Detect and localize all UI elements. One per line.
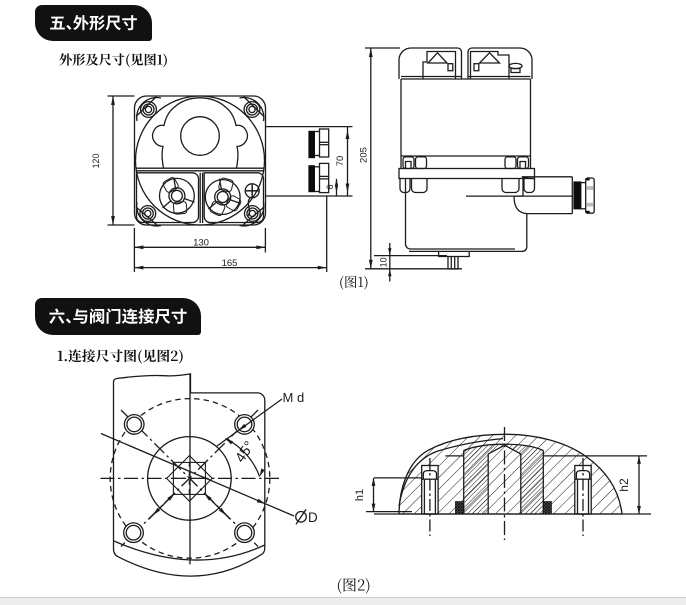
- svg-text:165: 165: [222, 258, 238, 269]
- svg-text:120: 120: [91, 154, 101, 169]
- svg-text:205: 205: [359, 147, 370, 163]
- svg-text:D: D: [308, 510, 318, 525]
- svg-text:M d: M d: [283, 390, 305, 405]
- svg-text:130: 130: [193, 238, 209, 249]
- svg-text:45°: 45°: [233, 439, 259, 466]
- svg-text:h2: h2: [617, 478, 631, 492]
- svg-text:10: 10: [378, 257, 388, 267]
- svg-text:6: 6: [325, 184, 335, 189]
- svg-text:70: 70: [335, 156, 346, 167]
- svg-text:h1: h1: [354, 489, 366, 501]
